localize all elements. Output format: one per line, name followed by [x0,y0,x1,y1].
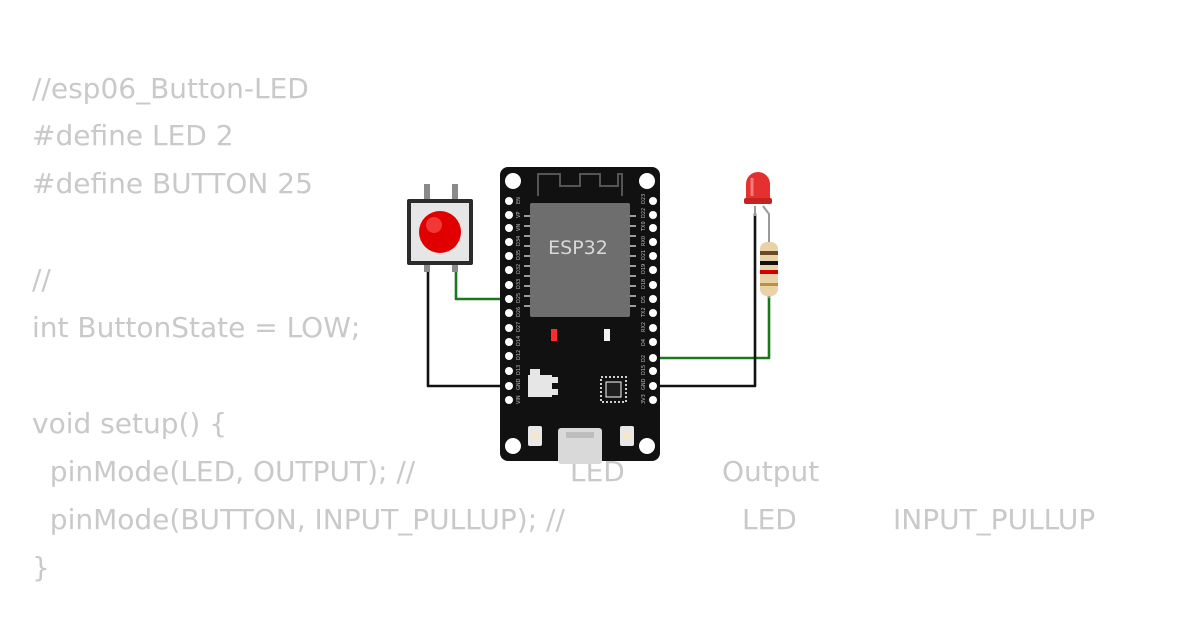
pin-label: D32 [516,264,522,274]
pin-label: D19 [641,264,647,274]
pin-label: D14 [516,336,522,346]
pin-label: EN [516,197,522,204]
power-led-icon [551,329,557,341]
code-line: pinMode(BUTTON, INPUT_PULLUP); // [32,503,565,536]
pin-label: D18 [641,279,647,289]
pin-label: D5 [641,296,647,303]
code-line: //esp06_Button-LED [32,72,309,105]
usb-chip-icon [600,376,627,403]
chip-label: ESP32 [548,237,608,259]
wire-button-to-gnd[interactable] [426,268,511,388]
code-comment-fragment: LED [742,503,797,536]
code-line: #define BUTTON 25 [32,167,313,200]
pin-label: D4 [641,339,647,346]
wires [426,212,771,388]
pin-label: D2 [641,355,647,362]
pin-label: TX0 [641,221,647,232]
wire-resistor-to-d2[interactable] [651,294,771,360]
pin-label: D26 [516,307,522,317]
pushbutton-icon[interactable] [407,184,473,272]
pin-label: D12 [516,350,522,360]
code-line: } [32,551,50,584]
reset-button-icon[interactable] [620,426,634,446]
pin-label: D21 [641,250,647,260]
boot-button-icon[interactable] [528,426,542,446]
pin-label: GND [516,378,522,390]
code-line: int ButtonState = LOW; [32,311,361,344]
pin-label: RX0 [641,236,647,246]
code-comment-fragment: Output [722,455,820,488]
code-line: #define LED 2 [32,119,234,152]
pin-label: D23 [641,194,647,204]
pin-label: 3V3 [641,394,647,404]
esp32-devkit-icon: ESP32 EN VP VN D34 D35 D32 D33 D25 D26 [500,167,660,464]
code-comment-fragment: INPUT_PULLUP [893,503,1096,536]
pin-label: D33 [516,279,522,289]
red-led-icon[interactable] [744,172,772,238]
resistor-icon[interactable] [760,236,778,298]
wire-led-to-gnd[interactable] [651,212,757,388]
pin-label: VP [516,212,522,218]
code-line: void setup() { [32,407,228,440]
code-line: // [32,263,51,296]
pin-label: RX2 [641,322,647,332]
regulator-icon [528,369,558,397]
pin-label: GND [641,378,647,390]
code-line: pinMode(LED, OUTPUT); // [32,455,416,488]
pin-label: D22 [641,208,647,218]
pin-label: D27 [516,322,522,332]
pin-label: D34 [516,236,522,246]
pin-label: TX2 [641,307,647,318]
pin-label: D13 [516,365,522,375]
wire-button-to-d25[interactable] [454,268,511,301]
status-led-icon [604,329,610,341]
pin-label: D15 [641,365,647,375]
pin-label: VIN [516,395,522,404]
pin-label: VN [516,224,522,231]
pin-label: D35 [516,250,522,260]
pin-label: D25 [516,293,522,303]
